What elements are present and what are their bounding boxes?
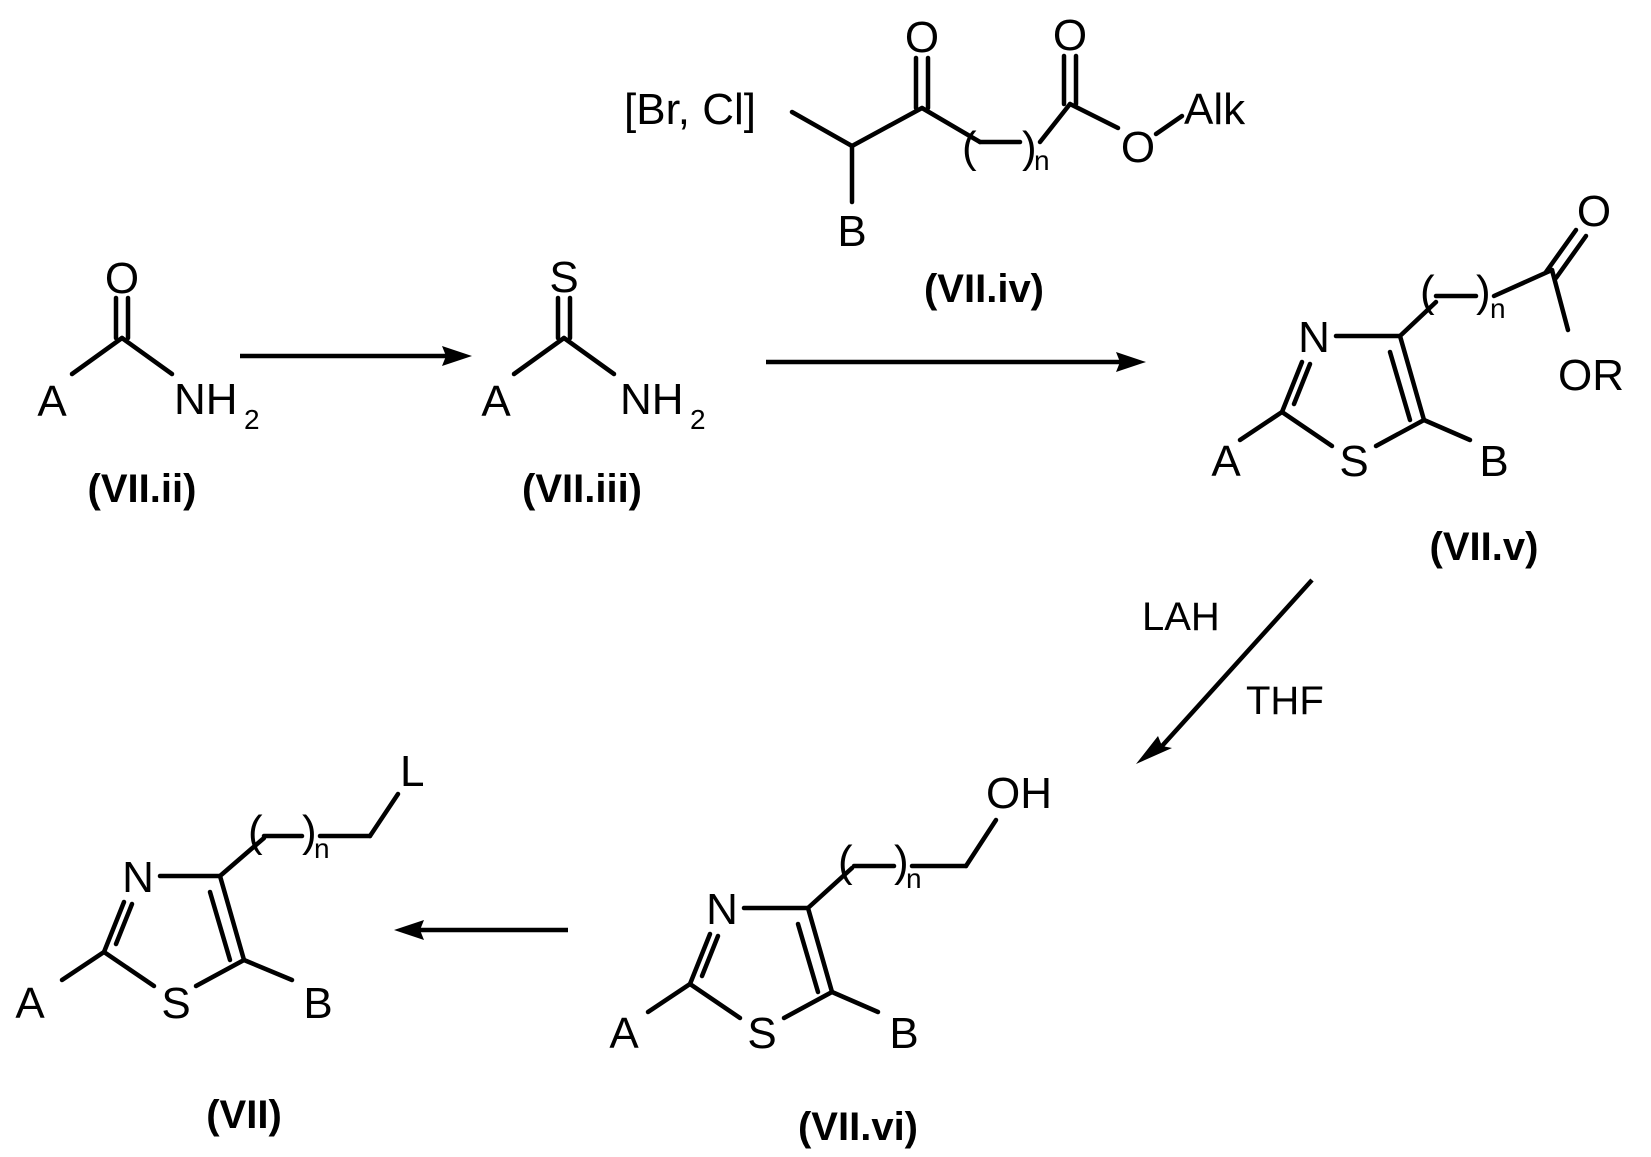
compound-vii-iv: [Br, Cl] B O ( ) n O O Alk (VII.iv) <box>624 11 1246 311</box>
paren-open: ( <box>838 837 853 886</box>
paren-open: ( <box>1420 267 1435 316</box>
reaction-arrow-4 <box>394 920 568 940</box>
atom-A: A <box>609 1009 639 1058</box>
compound-label: (VII) <box>206 1093 282 1137</box>
atom-N: N <box>1298 313 1330 362</box>
atom-O: O <box>1577 187 1611 236</box>
compound-vii: N S A B ( ) n L (VII) <box>15 747 424 1137</box>
atom-B: B <box>303 979 332 1028</box>
paren-open: ( <box>962 123 977 172</box>
atom-N: N <box>706 885 738 934</box>
paren-open: ( <box>248 807 263 856</box>
atom-A: A <box>37 377 67 426</box>
atom-S: S <box>747 1009 776 1058</box>
compound-label: (VII.iv) <box>924 267 1044 311</box>
compound-label: (VII.ii) <box>88 467 197 511</box>
compound-label: (VII.vi) <box>798 1105 918 1149</box>
atom-Alk: Alk <box>1184 85 1246 134</box>
atom-N: N <box>122 853 154 902</box>
atom-OH: OH <box>986 769 1052 818</box>
subscript-n: n <box>1490 293 1506 324</box>
reaction-arrow-1 <box>240 346 472 366</box>
atom-A: A <box>1211 437 1241 486</box>
atom-OR: OR <box>1558 351 1624 400</box>
compound-label: (VII.iii) <box>522 467 642 511</box>
atom-A: A <box>481 377 511 426</box>
atom-A: A <box>15 979 45 1028</box>
atom-halogen: [Br, Cl] <box>624 85 756 134</box>
subscript-2: 2 <box>244 404 260 435</box>
atom-O: O <box>1053 11 1087 60</box>
atom-L: L <box>400 747 424 796</box>
atom-NH: NH <box>620 375 684 424</box>
compound-vii-vi: N S A B ( ) n OH (VII.vi) <box>609 769 1052 1149</box>
atom-B: B <box>837 207 866 256</box>
atom-O: O <box>1121 123 1155 172</box>
atom-O: O <box>105 254 139 303</box>
subscript-n: n <box>1034 145 1050 176</box>
atom-S: S <box>549 253 578 302</box>
compound-vii-ii: O A NH 2 (VII.ii) <box>37 254 259 511</box>
atom-B: B <box>1479 437 1508 486</box>
reaction-arrow-3: LAH THF <box>1136 580 1324 764</box>
atom-B: B <box>889 1009 918 1058</box>
atom-NH: NH <box>174 375 238 424</box>
reagent-LAH: LAH <box>1142 595 1220 639</box>
compound-vii-iii: S A NH 2 (VII.iii) <box>481 253 705 511</box>
compound-label: (VII.v) <box>1430 525 1539 569</box>
paren-close: ) <box>1476 267 1491 316</box>
atom-S: S <box>1339 437 1368 486</box>
atom-O: O <box>905 13 939 62</box>
atom-S: S <box>161 979 190 1028</box>
reagent-THF: THF <box>1246 679 1324 723</box>
compound-vii-v: N S A B ( ) n O OR (VII.v) <box>1211 187 1624 569</box>
reaction-arrow-2 <box>766 352 1146 372</box>
subscript-2: 2 <box>690 404 706 435</box>
